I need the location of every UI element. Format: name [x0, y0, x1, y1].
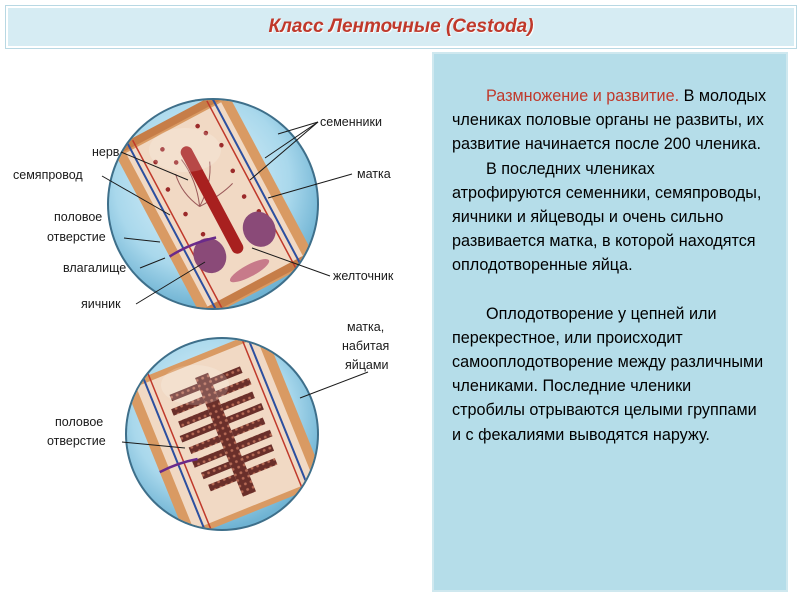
- label-testes: семенники: [320, 115, 382, 129]
- paragraph-reproduction: Размножение и развитие. В молодых членик…: [452, 84, 768, 157]
- label-vagina: влагалище: [63, 261, 126, 275]
- paragraph-fertilization: Оплодотворение у цепней или перекрестное…: [452, 302, 768, 447]
- proglottid-diagrams: нерв семяпровод половое отверстие влагал…: [0, 52, 432, 600]
- label-uterus-full-line1: матка,: [347, 320, 384, 334]
- paragraph-last-segments: В последних члениках атрофируются семенн…: [452, 157, 768, 278]
- label-genital-pore-line2: отверстие: [47, 230, 106, 244]
- label-uterus-full-line2: набитая: [342, 339, 389, 353]
- label-genital-pore-2-line1: половое: [55, 415, 103, 429]
- label-genital-pore-2-line2: отверстие: [47, 434, 106, 448]
- slide-title: Класс Ленточные (Cestoda): [268, 16, 534, 37]
- label-sperm-duct: семяпровод: [13, 168, 83, 182]
- bottom-proglottid-diagram: [124, 328, 326, 539]
- label-nerve: нерв: [92, 145, 120, 159]
- fertilization-text: Оплодотворение у цепней или перекрестное…: [452, 304, 764, 444]
- reproduction-heading: Размножение и развитие.: [486, 87, 680, 105]
- bottom-diagram-labels: матка, набитая яйцами половое отверстие: [47, 320, 389, 449]
- label-uterus: матка: [357, 167, 391, 181]
- top-proglottid-diagram: [107, 88, 319, 321]
- label-ovary: яичник: [81, 297, 121, 311]
- top-diagram-labels: нерв семяпровод половое отверстие влагал…: [13, 115, 394, 311]
- last-segments-text: В последних члениках атрофируются семенн…: [452, 159, 762, 275]
- text-panel: Размножение и развитие. В молодых членик…: [432, 52, 788, 592]
- title-bar: Класс Ленточные (Cestoda): [6, 6, 796, 48]
- label-vitellarium: желточник: [333, 269, 394, 283]
- label-genital-pore-line1: половое: [54, 210, 102, 224]
- reproduction-text: В молодых члениках половые органы не раз…: [452, 87, 767, 154]
- label-uterus-full-line3: яйцами: [345, 358, 388, 372]
